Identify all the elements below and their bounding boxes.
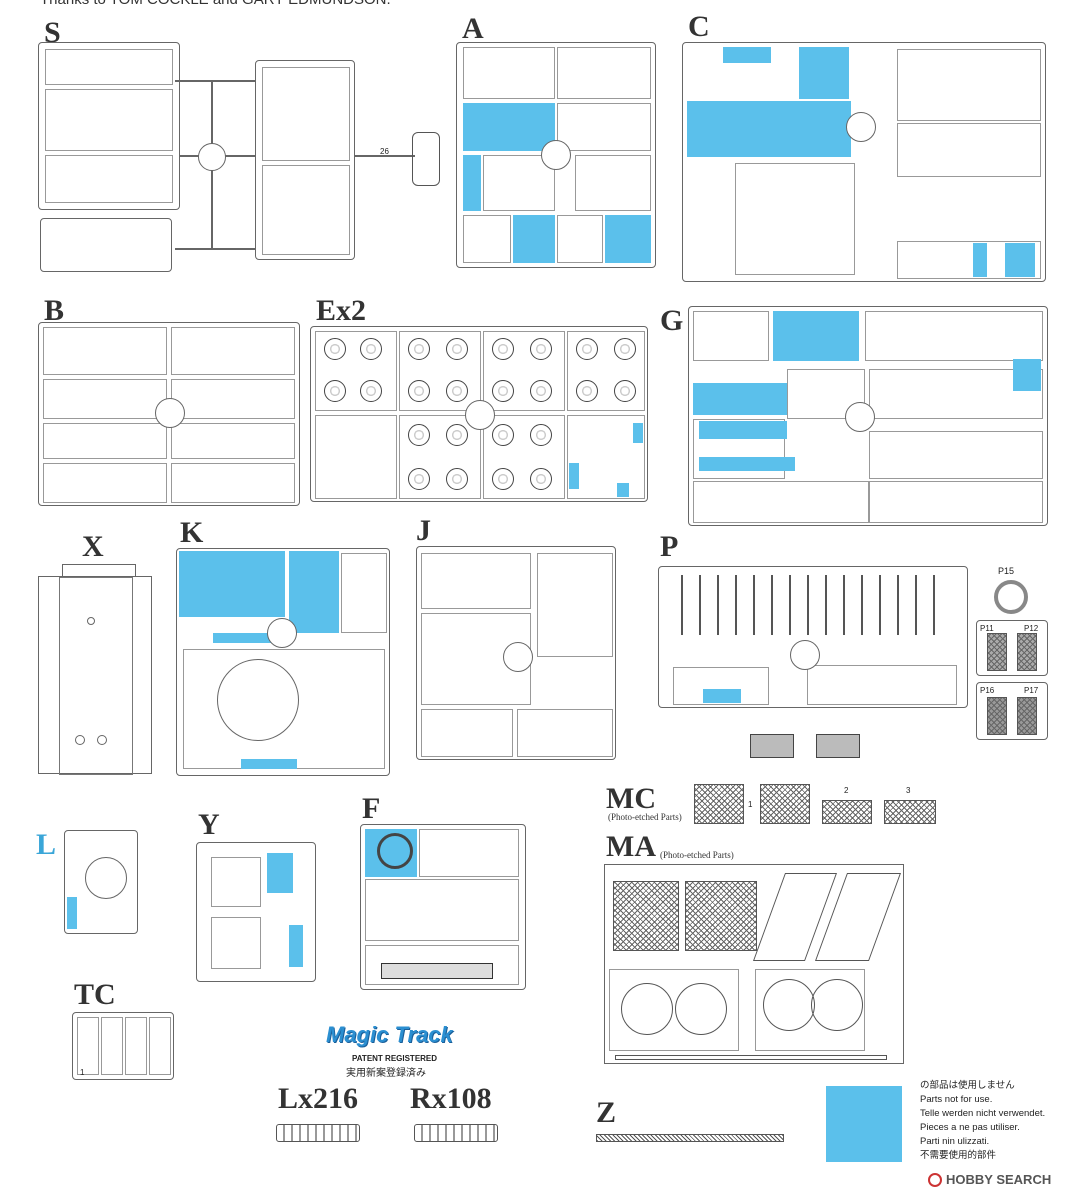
track-right-icon — [414, 1124, 498, 1142]
sprue-ma-frame — [604, 864, 904, 1064]
sprue-l-frame — [64, 830, 138, 934]
part-p11: P11 — [980, 624, 994, 633]
sprue-p-extra1 — [976, 620, 1048, 676]
sprue-label-tc: TC — [74, 978, 116, 1011]
sprue-p-frame — [658, 566, 968, 708]
legend-line-jp: の部品は使用しません — [920, 1080, 1015, 1091]
sprue-label-a: A — [462, 12, 484, 45]
magic-track-logo: Magic Track — [326, 1022, 453, 1047]
sprue-s-right-frame — [255, 60, 355, 260]
mc-subtitle: (Photo-etched Parts) — [608, 812, 682, 822]
watermark: HOBBY SEARCH — [928, 1172, 1051, 1187]
part-p17: P17 — [1024, 686, 1039, 695]
sprue-label-ma: MA — [606, 830, 656, 863]
sprue-z-strip — [596, 1134, 784, 1142]
track-left-count: Lx216 — [278, 1082, 359, 1115]
sprue-label-s: S — [44, 16, 61, 49]
sprue-tc-frame — [72, 1012, 174, 1080]
sprue-y-frame — [196, 842, 316, 982]
sprue-label-ex2: Ex2 — [316, 294, 367, 327]
legend-line-fr: Pieces a ne pas utiliser. — [920, 1122, 1020, 1133]
part-p16: P16 — [980, 686, 995, 695]
part-mc3: 3 — [906, 786, 911, 795]
sprue-label-k: K — [180, 516, 204, 549]
patent-jp-text: 実用新案登録済み — [346, 1068, 426, 1079]
not-for-use-swatch — [826, 1086, 902, 1162]
watermark-text: HOBBY SEARCH — [946, 1172, 1052, 1187]
sprue-label-y: Y — [198, 808, 220, 841]
sprue-g-frame — [688, 306, 1048, 526]
sprue-label-l: L — [36, 828, 57, 861]
sprue-label-f: F — [362, 792, 381, 825]
sprue-label-p: P — [660, 530, 679, 563]
thanks-header: Thanks to TOM COCKLE and GARY EDMUNDSON. — [40, 0, 391, 8]
sprue-label-z: Z — [596, 1096, 617, 1129]
legend-line-cn: 不需要使用的部件 — [920, 1150, 997, 1161]
track-left-icon — [276, 1124, 360, 1142]
legend-line-de: Telle werden nicht verwendet. — [920, 1108, 1046, 1119]
sprue-c-frame — [682, 42, 1046, 282]
part-mc2: 2 — [844, 786, 849, 795]
patent-text: PATENT REGISTERED — [352, 1054, 438, 1063]
sprue-s-frame — [38, 42, 180, 210]
sprue-label-g: G — [660, 304, 684, 337]
part-mc1: 1 — [748, 800, 753, 809]
sprue-p-extra2 — [976, 682, 1048, 740]
legend-line-en: Parts not for use. — [920, 1094, 993, 1105]
sprue-label-j: J — [416, 514, 431, 547]
sprue-label-mc: MC — [606, 782, 656, 815]
part-s26: 26 — [380, 147, 389, 156]
sprue-x-frame — [38, 576, 152, 775]
sprue-label-b: B — [44, 294, 65, 327]
part-tc1: 1 — [80, 1068, 85, 1077]
sprue-f-frame — [360, 824, 526, 990]
legend-line-it: Parti nin ulizzati. — [920, 1136, 990, 1147]
ma-subtitle: (Photo-etched Parts) — [660, 850, 734, 860]
part-p12: P12 — [1024, 624, 1039, 633]
sprue-label-c: C — [688, 10, 710, 43]
track-right-count: Rx108 — [410, 1082, 492, 1115]
sprue-label-x: X — [82, 530, 104, 563]
sprue-k-frame — [176, 548, 390, 776]
part-p15-label: P15 — [998, 566, 1015, 576]
sprue-s-small-frame — [40, 218, 172, 272]
hobby-search-icon — [928, 1172, 942, 1187]
